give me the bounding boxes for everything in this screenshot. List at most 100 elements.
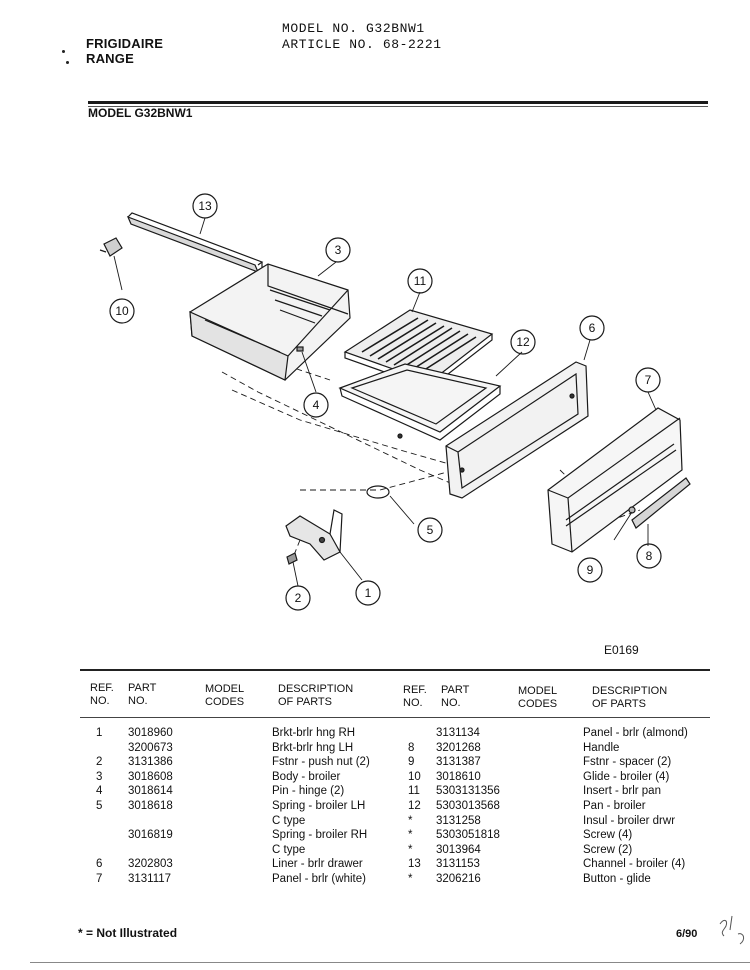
part-liner [445, 361, 589, 499]
callout-13: 13 [198, 199, 212, 213]
callout-11: 11 [414, 274, 427, 288]
header-desc-line2: OF PARTS [278, 696, 332, 708]
part-cell: 3201268 [436, 741, 481, 754]
header-model-right-line2: CODES [518, 698, 558, 710]
part-cell: 5303013568 [436, 799, 500, 812]
header-model-line1: MODEL [205, 683, 245, 695]
section-title: MODEL G32BNW1 [88, 106, 193, 120]
table-row: 13 3131153 Channel - broiler (4) [400, 857, 710, 872]
parts-table-right: 3131134 Panel - brlr (almond) 8 3201268 … [400, 726, 710, 887]
scan-speck [62, 50, 65, 53]
desc-cell: Glide - broiler (4) [583, 770, 670, 783]
header-model: MODEL CODES [205, 683, 244, 709]
table-row: * 3206216 Button - glide [400, 872, 710, 887]
part-broiler-body [189, 263, 351, 381]
header-ref: REF. NO. [90, 682, 114, 708]
ref-cell: * [408, 814, 413, 827]
ref-cell: 2 [96, 756, 103, 769]
desc-cell: Spring - broiler RH [272, 829, 368, 842]
header-model-right-line1: MODEL [518, 685, 558, 697]
header-description-right: DESCRIPTION OF PARTS [592, 685, 667, 711]
desc-cell: Pan - broiler [583, 799, 646, 812]
footnote-not-illustrated: * = Not Illustrated [78, 926, 178, 940]
callout-9: 9 [587, 563, 594, 577]
ref-cell: 8 [408, 741, 415, 754]
callout-4: 4 [313, 398, 320, 412]
ref-cell: * [408, 872, 413, 885]
bottom-rule [30, 962, 750, 963]
header-model-right: MODEL CODES [518, 685, 557, 711]
callout-7: 7 [645, 373, 652, 387]
part-cell: 3131117 [128, 872, 172, 885]
table-row: 2 3131386 Fstnr - push nut (2) [90, 755, 400, 770]
part-cell: 5303131356 [436, 785, 500, 798]
ref-cell: 7 [96, 872, 103, 885]
desc-cell: Screw (4) [583, 829, 633, 842]
header-part: PART NO. [128, 682, 156, 708]
table-row: 9 3131387 Fstnr - spacer (2) [400, 755, 710, 770]
table-row: 10 3018610 Glide - broiler (4) [400, 770, 710, 785]
part-cell: 3018960 [128, 727, 173, 739]
desc-cell: Insul - broiler drwr [583, 814, 676, 827]
part-cell: 3131258 [436, 814, 481, 827]
brand-block: FRIGIDAIRE RANGE [86, 36, 163, 66]
part-cell: 3131134 [436, 727, 480, 739]
callout-8: 8 [646, 549, 653, 563]
header-rule [88, 101, 708, 104]
header-ref-right: REF. NO. [403, 684, 427, 710]
desc-cell: Brkt-brlr hng LH [272, 741, 354, 754]
header-desc-right-line1: DESCRIPTION [592, 685, 668, 697]
desc-cell: Brkt-brlr hng RH [272, 727, 356, 739]
part-cell: 3131386 [128, 756, 173, 769]
header-part-right-line2: NO. [441, 697, 461, 709]
callout-1: 1 [365, 586, 372, 600]
callout-circles [109, 193, 662, 611]
header-part-line2: NO. [128, 695, 148, 707]
desc-cell: Spring - broiler LH [272, 799, 366, 812]
leader-lines [199, 217, 657, 411]
header-ref-line1: REF. [90, 682, 114, 694]
part-spring [366, 485, 415, 525]
handwritten-mark [719, 915, 745, 945]
table-row: 8 3201268 Handle [400, 741, 710, 756]
header-model-line2: CODES [205, 696, 245, 708]
product-name: RANGE [86, 51, 134, 66]
header-part-right: PART NO. [441, 684, 469, 710]
part-cell: 3018610 [436, 770, 481, 783]
desc-cell: Fstnr - push nut (2) [272, 756, 370, 769]
part-broiler-pan [338, 363, 502, 441]
table-row: C type [90, 814, 400, 829]
desc-cell: Liner - brlr drawer [272, 858, 363, 871]
desc-cell: Panel - brlr (white) [272, 872, 366, 885]
scan-speck [66, 61, 69, 64]
desc-cell: Channel - broiler (4) [583, 858, 686, 871]
header-desc-right-line2: OF PARTS [592, 698, 646, 710]
diagram-code: E0169 [604, 643, 639, 657]
part-broiler-insert [343, 309, 494, 389]
part-handle [613, 477, 691, 546]
table-row: C type [90, 843, 400, 858]
header-ref-right-line2: NO. [403, 697, 423, 709]
ref-cell: 10 [408, 770, 421, 783]
table-row: 3200673 Brkt-brlr hng LH [90, 741, 400, 756]
table-row: * 3013964 Screw (2) [400, 843, 710, 858]
desc-cell: Handle [583, 741, 620, 754]
part-cell: 3018608 [128, 770, 173, 783]
desc-cell: Pin - hinge (2) [272, 785, 345, 798]
callout-6: 6 [589, 321, 596, 335]
part-cell: 3131387 [436, 756, 481, 769]
callout-3: 3 [335, 243, 342, 257]
header-part-line1: PART [128, 682, 157, 694]
table-row: * 3131258 Insul - broiler drwr [400, 814, 710, 829]
desc-cell: Button - glide [583, 872, 651, 885]
table-row: 12 5303013568 Pan - broiler [400, 799, 710, 814]
table-header-rule [80, 717, 710, 718]
ref-cell: 13 [408, 858, 421, 871]
part-cell: 3018614 [128, 785, 173, 798]
table-row: 3131134 Panel - brlr (almond) [400, 726, 710, 741]
part-glide [99, 237, 123, 291]
header-desc-line1: DESCRIPTION [278, 683, 354, 695]
part-cell: 3013964 [436, 843, 481, 856]
model-article-block: MODEL NO. G32BNW1 ARTICLE NO. 68-2221 [282, 21, 442, 53]
part-cell: 3131153 [436, 858, 480, 871]
